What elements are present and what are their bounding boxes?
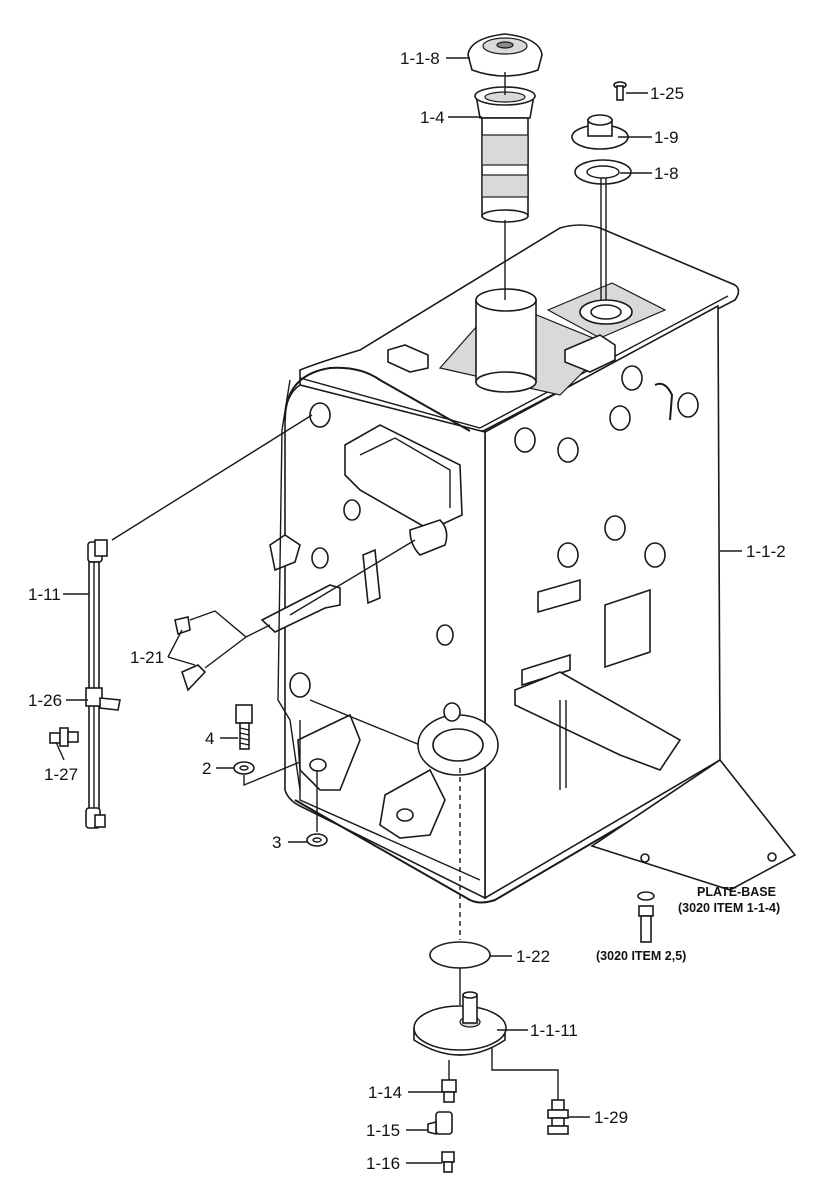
leader-lines	[55, 57, 742, 1164]
label-1-11: 1-11	[28, 585, 61, 604]
label-1-4: 1-4	[420, 108, 445, 127]
tank-rounded-edge	[284, 366, 471, 432]
label-1-22: 1-22	[516, 947, 550, 966]
front-clip	[269, 534, 301, 572]
gasket-top-part	[574, 159, 632, 185]
gauge-mount	[546, 282, 667, 339]
screw-top-part	[613, 81, 627, 101]
right-rail	[514, 671, 682, 771]
gauge-part	[571, 114, 629, 150]
tank-inner-edge	[299, 295, 729, 429]
label-1-1-8: 1-1-8	[400, 49, 440, 68]
note-bolt-ref: (3020 ITEM 2,5)	[596, 949, 686, 963]
bolt-part	[235, 704, 253, 750]
note-plate-base-ref: (3020 ITEM 1-1-4)	[678, 901, 780, 915]
right-plate	[604, 588, 651, 669]
elbow-part	[427, 1111, 453, 1136]
right-bracket	[537, 578, 581, 614]
top-channel	[564, 334, 616, 373]
right-small-bracket	[521, 653, 571, 687]
label-1-26: 1-26	[28, 691, 62, 710]
label-1-1-2: 1-1-2	[746, 542, 786, 561]
label-1-29: 1-29	[594, 1108, 628, 1127]
label-1-8: 1-8	[654, 164, 679, 183]
label-1-25: 1-25	[650, 84, 684, 103]
drain-flange-part	[413, 991, 507, 1056]
cap-part	[467, 33, 543, 77]
top-bracket	[387, 344, 429, 373]
washer2-part	[306, 833, 328, 847]
plate-base-bolt	[637, 891, 655, 943]
lower-brackets	[297, 699, 481, 881]
sight-gauge-part	[85, 539, 121, 829]
label-1-1-11: 1-1-11	[530, 1021, 578, 1040]
strainer-part	[474, 86, 536, 223]
label-1-15: 1-15	[366, 1121, 400, 1140]
label-2: 2	[202, 759, 211, 778]
front-tube	[277, 379, 301, 791]
label-4: 4	[205, 729, 214, 748]
fitting-part	[174, 616, 207, 692]
label-1-14: 1-14	[368, 1083, 402, 1102]
flange-bolt-part	[547, 1099, 569, 1135]
callout-labels: 1-1-8 1-4 1-25 1-9 1-8 1-1-2 1-11 1-21 1…	[28, 49, 786, 1173]
label-1-9: 1-9	[654, 128, 679, 147]
filler-neck	[438, 288, 612, 396]
gasket-bottom-part	[429, 941, 491, 969]
right-face-bosses	[514, 365, 699, 568]
note-plate-base: PLATE-BASE	[697, 885, 776, 899]
plug-part	[441, 1151, 455, 1173]
tank-bottom-edge	[294, 764, 726, 904]
clamp-screw-part	[49, 727, 79, 747]
nipple-part	[441, 1079, 457, 1103]
label-1-27: 1-27	[44, 765, 78, 784]
washer-part	[233, 761, 255, 775]
label-3: 3	[272, 833, 281, 852]
label-1-21: 1-21	[130, 648, 164, 667]
label-1-16: 1-16	[366, 1154, 400, 1173]
